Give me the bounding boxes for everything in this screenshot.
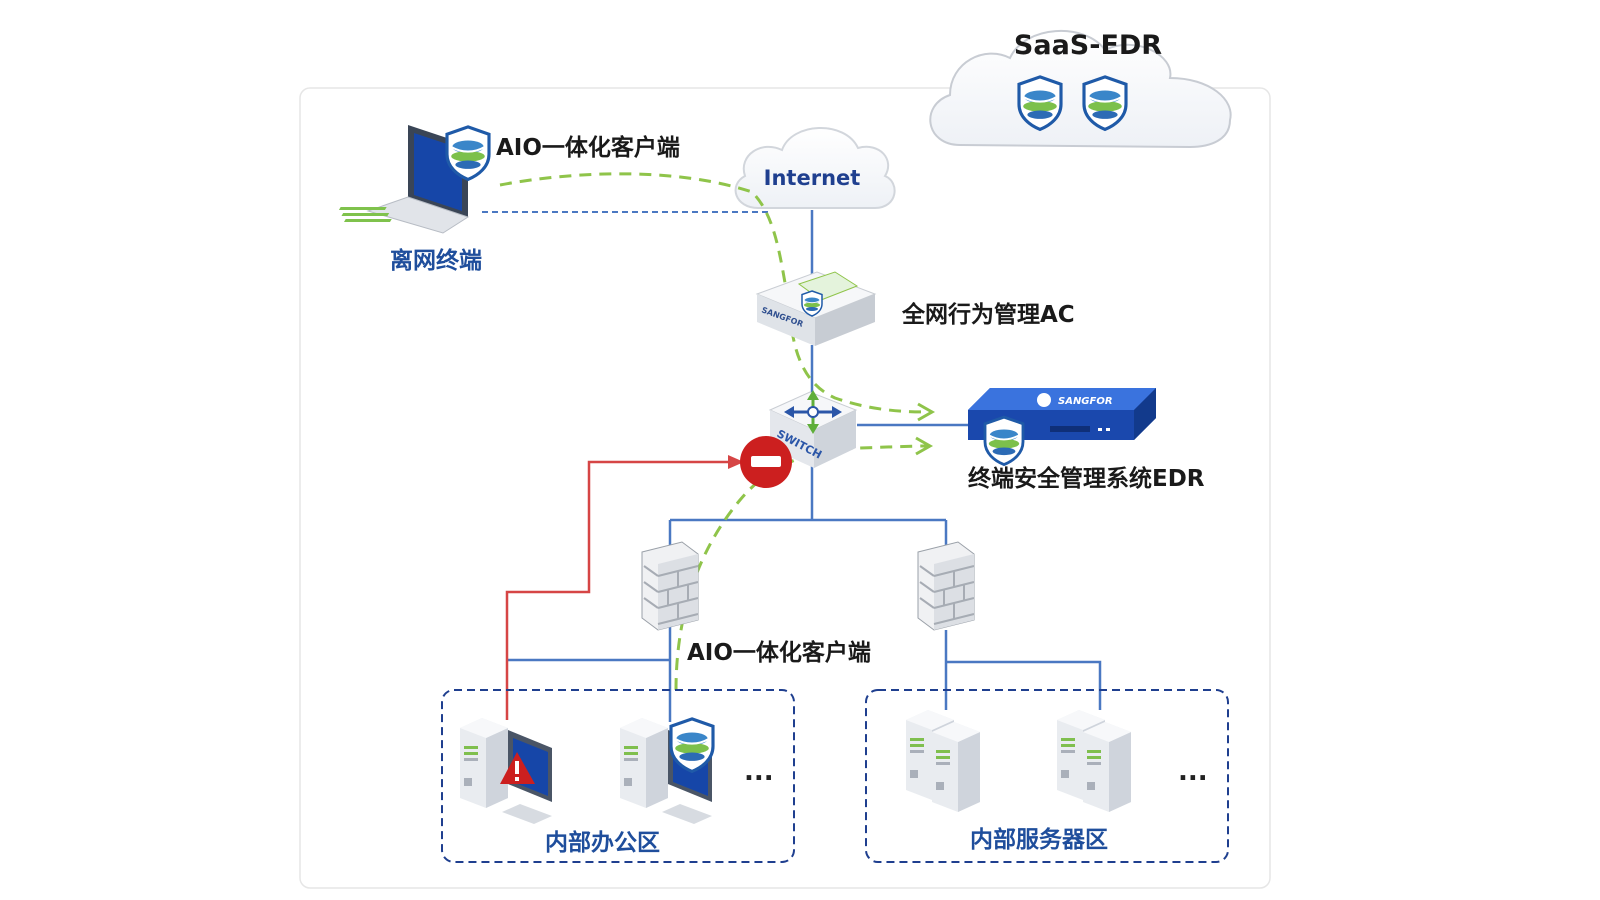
flow-lines	[499, 172, 931, 691]
flow-arrow	[915, 436, 934, 456]
aio-client-label-mid: AIO一体化客户端	[687, 639, 871, 666]
edr-shield-icon	[983, 415, 1025, 467]
firewall-icon	[917, 541, 975, 631]
block-icon	[740, 436, 792, 488]
edr-shield-icon	[801, 290, 823, 317]
office-more: ...	[744, 757, 774, 787]
server-icon	[932, 722, 980, 812]
internet-cloud: Internet	[734, 127, 896, 209]
edr-shield-icon	[1017, 75, 1063, 131]
office-zone-label: 内部办公区	[545, 829, 660, 856]
edr-shield-icon	[1082, 75, 1128, 131]
attack-arrow	[728, 455, 744, 469]
frame	[299, 87, 1271, 889]
pc-icon	[460, 718, 552, 824]
server-more: ...	[1178, 757, 1208, 787]
network-links	[507, 210, 1102, 722]
attack-path	[505, 460, 742, 720]
flow-arrow	[917, 402, 936, 422]
server-icon	[1083, 722, 1131, 812]
saas-label: SaaS-EDR	[1014, 30, 1162, 61]
edr-shield-icon	[445, 125, 491, 181]
firewall-icon	[641, 541, 699, 631]
offline-terminal-label: 离网终端	[390, 247, 482, 274]
aio-client-label-top: AIO一体化客户端	[496, 134, 680, 161]
ac-label: 全网行为管理AC	[901, 301, 1075, 328]
server-zone	[865, 689, 1229, 863]
warning-icon	[500, 752, 535, 784]
internet-label: Internet	[764, 166, 861, 190]
saas-cloud: SaaS-EDR	[929, 30, 1232, 149]
edr-label: 终端安全管理系统EDR	[968, 465, 1205, 492]
server-zone-label: 内部服务器区	[970, 826, 1108, 853]
edr-brand-label: SANGFOR	[1058, 396, 1113, 407]
office-zone	[441, 689, 795, 863]
edr-shield-icon	[669, 717, 715, 773]
